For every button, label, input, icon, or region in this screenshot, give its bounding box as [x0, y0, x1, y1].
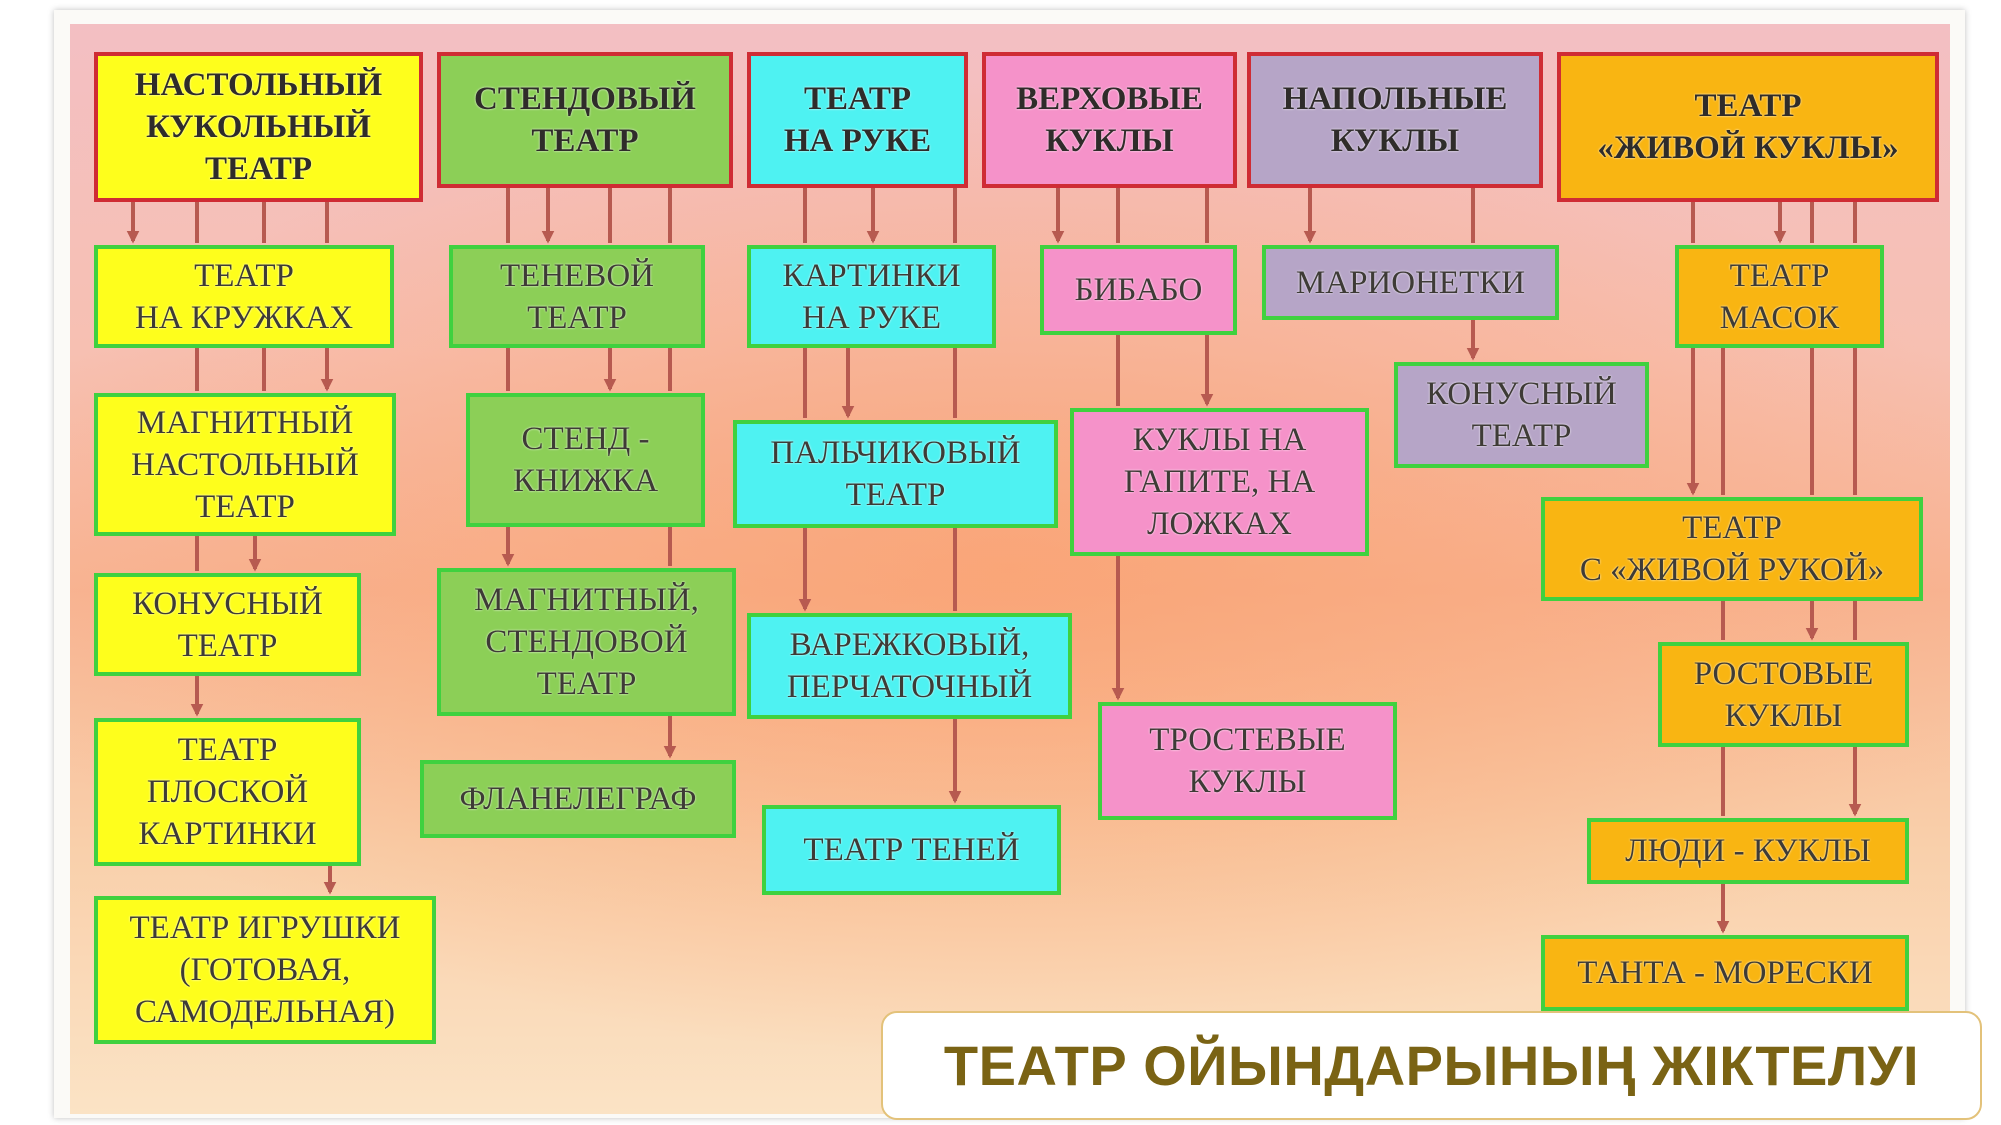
header-hand-theatre: ТЕАТР НА РУКЕ — [747, 52, 968, 188]
node-cone-theatre-2: КОНУСНЫЙ ТЕАТР — [1394, 362, 1649, 468]
node-full-size-puppets: РОСТОВЫЕ КУКЛЫ — [1658, 642, 1909, 747]
node-flannelgraph: ФЛАНЕЛЕГРАФ — [420, 760, 736, 838]
node-puppets-on-spoons: КУКЛЫ НА ГАПИТЕ, НА ЛОЖКАХ — [1070, 408, 1369, 556]
node-live-hand-theatre: ТЕАТР С «ЖИВОЙ РУКОЙ» — [1541, 497, 1923, 601]
node-stand-book: СТЕНД - КНИЖКА — [466, 393, 705, 527]
node-bibabo: БИБАБО — [1040, 245, 1237, 335]
page-title: ТЕАТР ОЙЫНДАРЫНЫҢ ЖІКТЕЛУІ — [943, 1034, 1920, 1097]
node-toy-theatre: ТЕАТР ИГРУШКИ (ГОТОВАЯ, САМОДЕЛЬНАЯ) — [94, 896, 436, 1044]
node-theatre-on-circles: ТЕАТР НА КРУЖКАХ — [94, 245, 394, 348]
node-mitten-glove-theatre: ВАРЕЖКОВЫЙ, ПЕРЧАТОЧНЫЙ — [747, 613, 1072, 719]
header-floor-puppets: НАПОЛЬНЫЕ КУКЛЫ — [1247, 52, 1543, 188]
node-flat-picture-theatre: ТЕАТР ПЛОСКОЙ КАРТИНКИ — [94, 718, 361, 866]
title-banner: ТЕАТР ОЙЫНДАРЫНЫҢ ЖІКТЕЛУІ — [881, 1011, 1982, 1120]
node-shadows-theatre: ТЕАТР ТЕНЕЙ — [762, 805, 1061, 895]
node-human-puppets: ЛЮДИ - КУКЛЫ — [1587, 818, 1909, 884]
header-live-puppet-theatre: ТЕАТР «ЖИВОЙ КУКЛЫ» — [1557, 52, 1939, 202]
header-top-puppets: ВЕРХОВЫЕ КУКЛЫ — [982, 52, 1237, 188]
node-shadow-theatre: ТЕНЕВОЙ ТЕАТР — [449, 245, 705, 348]
node-cone-theatre-1: КОНУСНЫЙ ТЕАТР — [94, 573, 361, 676]
node-tanta-moreski: ТАНТА - МОРЕСКИ — [1541, 935, 1909, 1011]
node-marionettes: МАРИОНЕТКИ — [1262, 245, 1559, 320]
node-finger-theatre: ПАЛЬЧИКОВЫЙ ТЕАТР — [733, 420, 1058, 528]
node-mask-theatre: ТЕАТР МАСОК — [1675, 245, 1884, 348]
node-hand-pictures: КАРТИНКИ НА РУКЕ — [747, 245, 996, 348]
node-magnetic-stand-theatre: МАГНИТНЫЙ, СТЕНДОВОЙ ТЕАТР — [437, 568, 736, 716]
node-cane-puppets: ТРОСТЕВЫЕ КУКЛЫ — [1098, 702, 1397, 820]
node-magnetic-tabletop-theatre: МАГНИТНЫЙ НАСТОЛЬНЫЙ ТЕАТР — [94, 393, 396, 536]
header-tabletop-puppet-theatre: НАСТОЛЬНЫЙ КУКОЛЬНЫЙ ТЕАТР — [94, 52, 423, 202]
header-stand-theatre: СТЕНДОВЫЙ ТЕАТР — [437, 52, 733, 188]
